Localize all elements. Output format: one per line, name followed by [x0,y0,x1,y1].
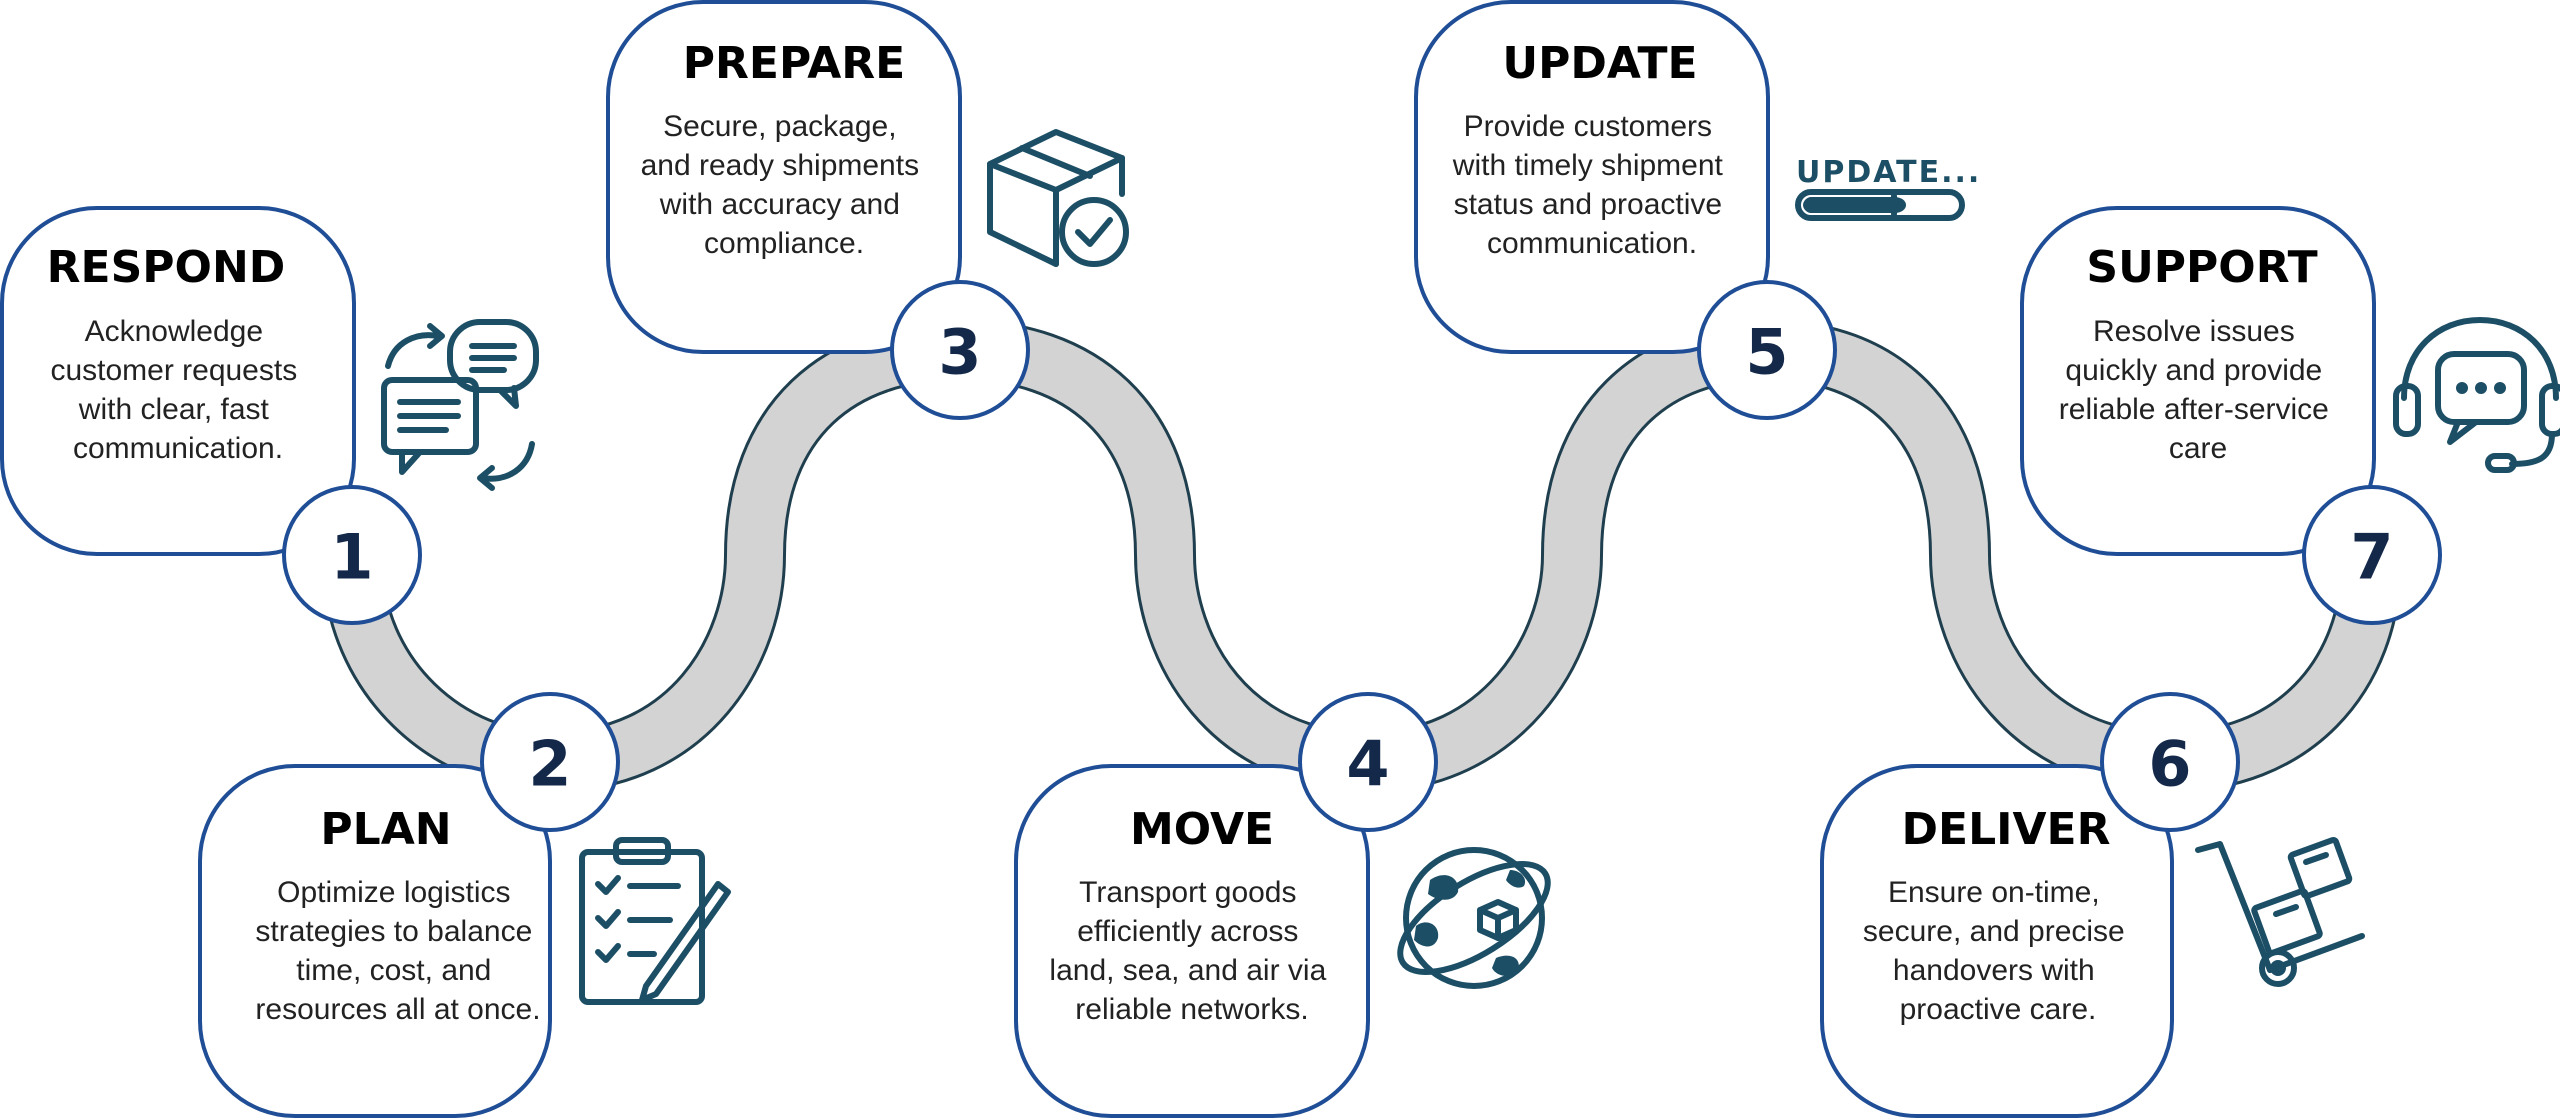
step-title: SUPPORT [2086,242,2317,293]
clipboard-checklist-icon [579,837,731,1005]
step-card [2020,206,2376,556]
step-number-circle [2302,485,2442,625]
step-number: 5 [1745,316,1788,389]
globe-package-icon [1397,847,1551,989]
update-icon-label: UPDATE... [1796,155,1981,190]
step-title: MOVE [1130,804,1274,855]
step-number: 2 [528,728,571,801]
step-number-circle [282,485,422,625]
step-title: DELIVER [1902,804,2111,855]
package-check-icon [987,129,1129,267]
step-number-circle [480,692,620,832]
step-prepare: PREPARE Secure, package, and ready shipm… [606,0,1129,420]
step-move: MOVE Transport goods efficiently across … [1014,692,1551,1118]
step-card [606,0,962,354]
step-card [1820,764,2174,1118]
headset-chat-icon [2393,317,2560,473]
step-number: 6 [2148,728,2191,801]
step-description: Provide customers with timely shipment s… [1452,110,1731,260]
step-number: 1 [330,521,373,594]
step-title: PLAN [320,804,451,855]
step-description: Resolve issues quickly and provide relia… [2059,315,2337,465]
step-description: Ensure on-time, secure, and precise hand… [1863,876,2133,1026]
step-card [198,764,552,1118]
step-title: UPDATE [1502,38,1697,89]
step-number-circle [2100,692,2240,832]
step-number-circle [890,280,1030,420]
step-update: UPDATE Provide customers with timely shi… [1414,0,1981,420]
chat-exchange-icon [381,319,539,491]
step-deliver: DELIVER Ensure on-time, secure, and prec… [1820,692,2365,1118]
step-description: Acknowledge customer requests with clear… [50,315,305,465]
step-title: PREPARE [683,38,905,89]
step-card [1014,764,1370,1118]
step-respond: RESPOND Acknowledge customer requests wi… [0,206,539,625]
step-description: Transport goods efficiently across land,… [1049,876,1334,1026]
step-card [0,206,356,556]
step-card [1414,0,1770,354]
hand-truck-icon [2195,836,2365,987]
step-number: 4 [1346,728,1389,801]
step-plan: PLAN Optimize logistics strategies to ba… [198,692,731,1118]
step-title: RESPOND [47,242,286,293]
step-number-circle [1697,280,1837,420]
step-number: 7 [2350,521,2393,594]
step-number-circle [1298,692,1438,832]
update-progress-icon: UPDATE... [1795,155,1981,221]
step-support: SUPPORT Resolve issues quickly and provi… [2020,206,2560,625]
step-description: Optimize logistics strategies to balance… [255,876,540,1026]
step-number: 3 [938,316,981,389]
step-description: Secure, package, and ready shipments wit… [641,110,928,260]
